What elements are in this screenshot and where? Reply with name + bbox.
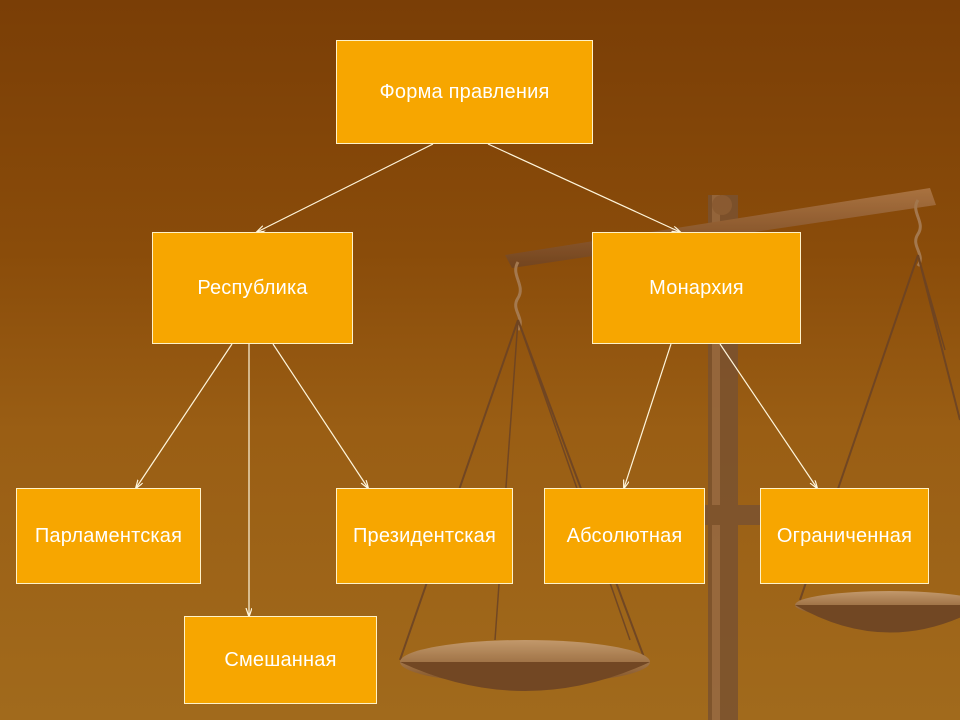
node-label: Абсолютная — [566, 524, 683, 547]
arrow-republic-to-presidential — [272, 343, 368, 488]
node-limited: Ограниченная — [760, 488, 929, 584]
node-republic: Республика — [152, 232, 353, 344]
node-label: Форма правления — [379, 80, 550, 103]
node-parliamentary: Парламентская — [16, 488, 201, 584]
arrow-republic-to-parliamentary — [136, 343, 233, 488]
arrow-root-to-monarchy — [487, 143, 680, 232]
node-label: Монархия — [649, 276, 744, 299]
arrow-monarchy-to-absolute — [624, 343, 672, 488]
node-label: Парламентская — [34, 524, 183, 547]
node-label: Смешанная — [224, 648, 337, 671]
arrow-monarchy-to-limited — [719, 343, 817, 488]
node-label: Ограниченная — [776, 524, 913, 547]
node-absolute: Абсолютная — [544, 488, 705, 584]
node-label: Президентская — [352, 524, 497, 547]
node-presidential: Президентская — [336, 488, 513, 584]
node-form-of-government: Форма правления — [336, 40, 593, 144]
node-label: Республика — [197, 276, 308, 299]
node-monarchy: Монархия — [592, 232, 801, 344]
node-mixed: Смешанная — [184, 616, 377, 704]
arrow-root-to-republic — [257, 143, 434, 232]
